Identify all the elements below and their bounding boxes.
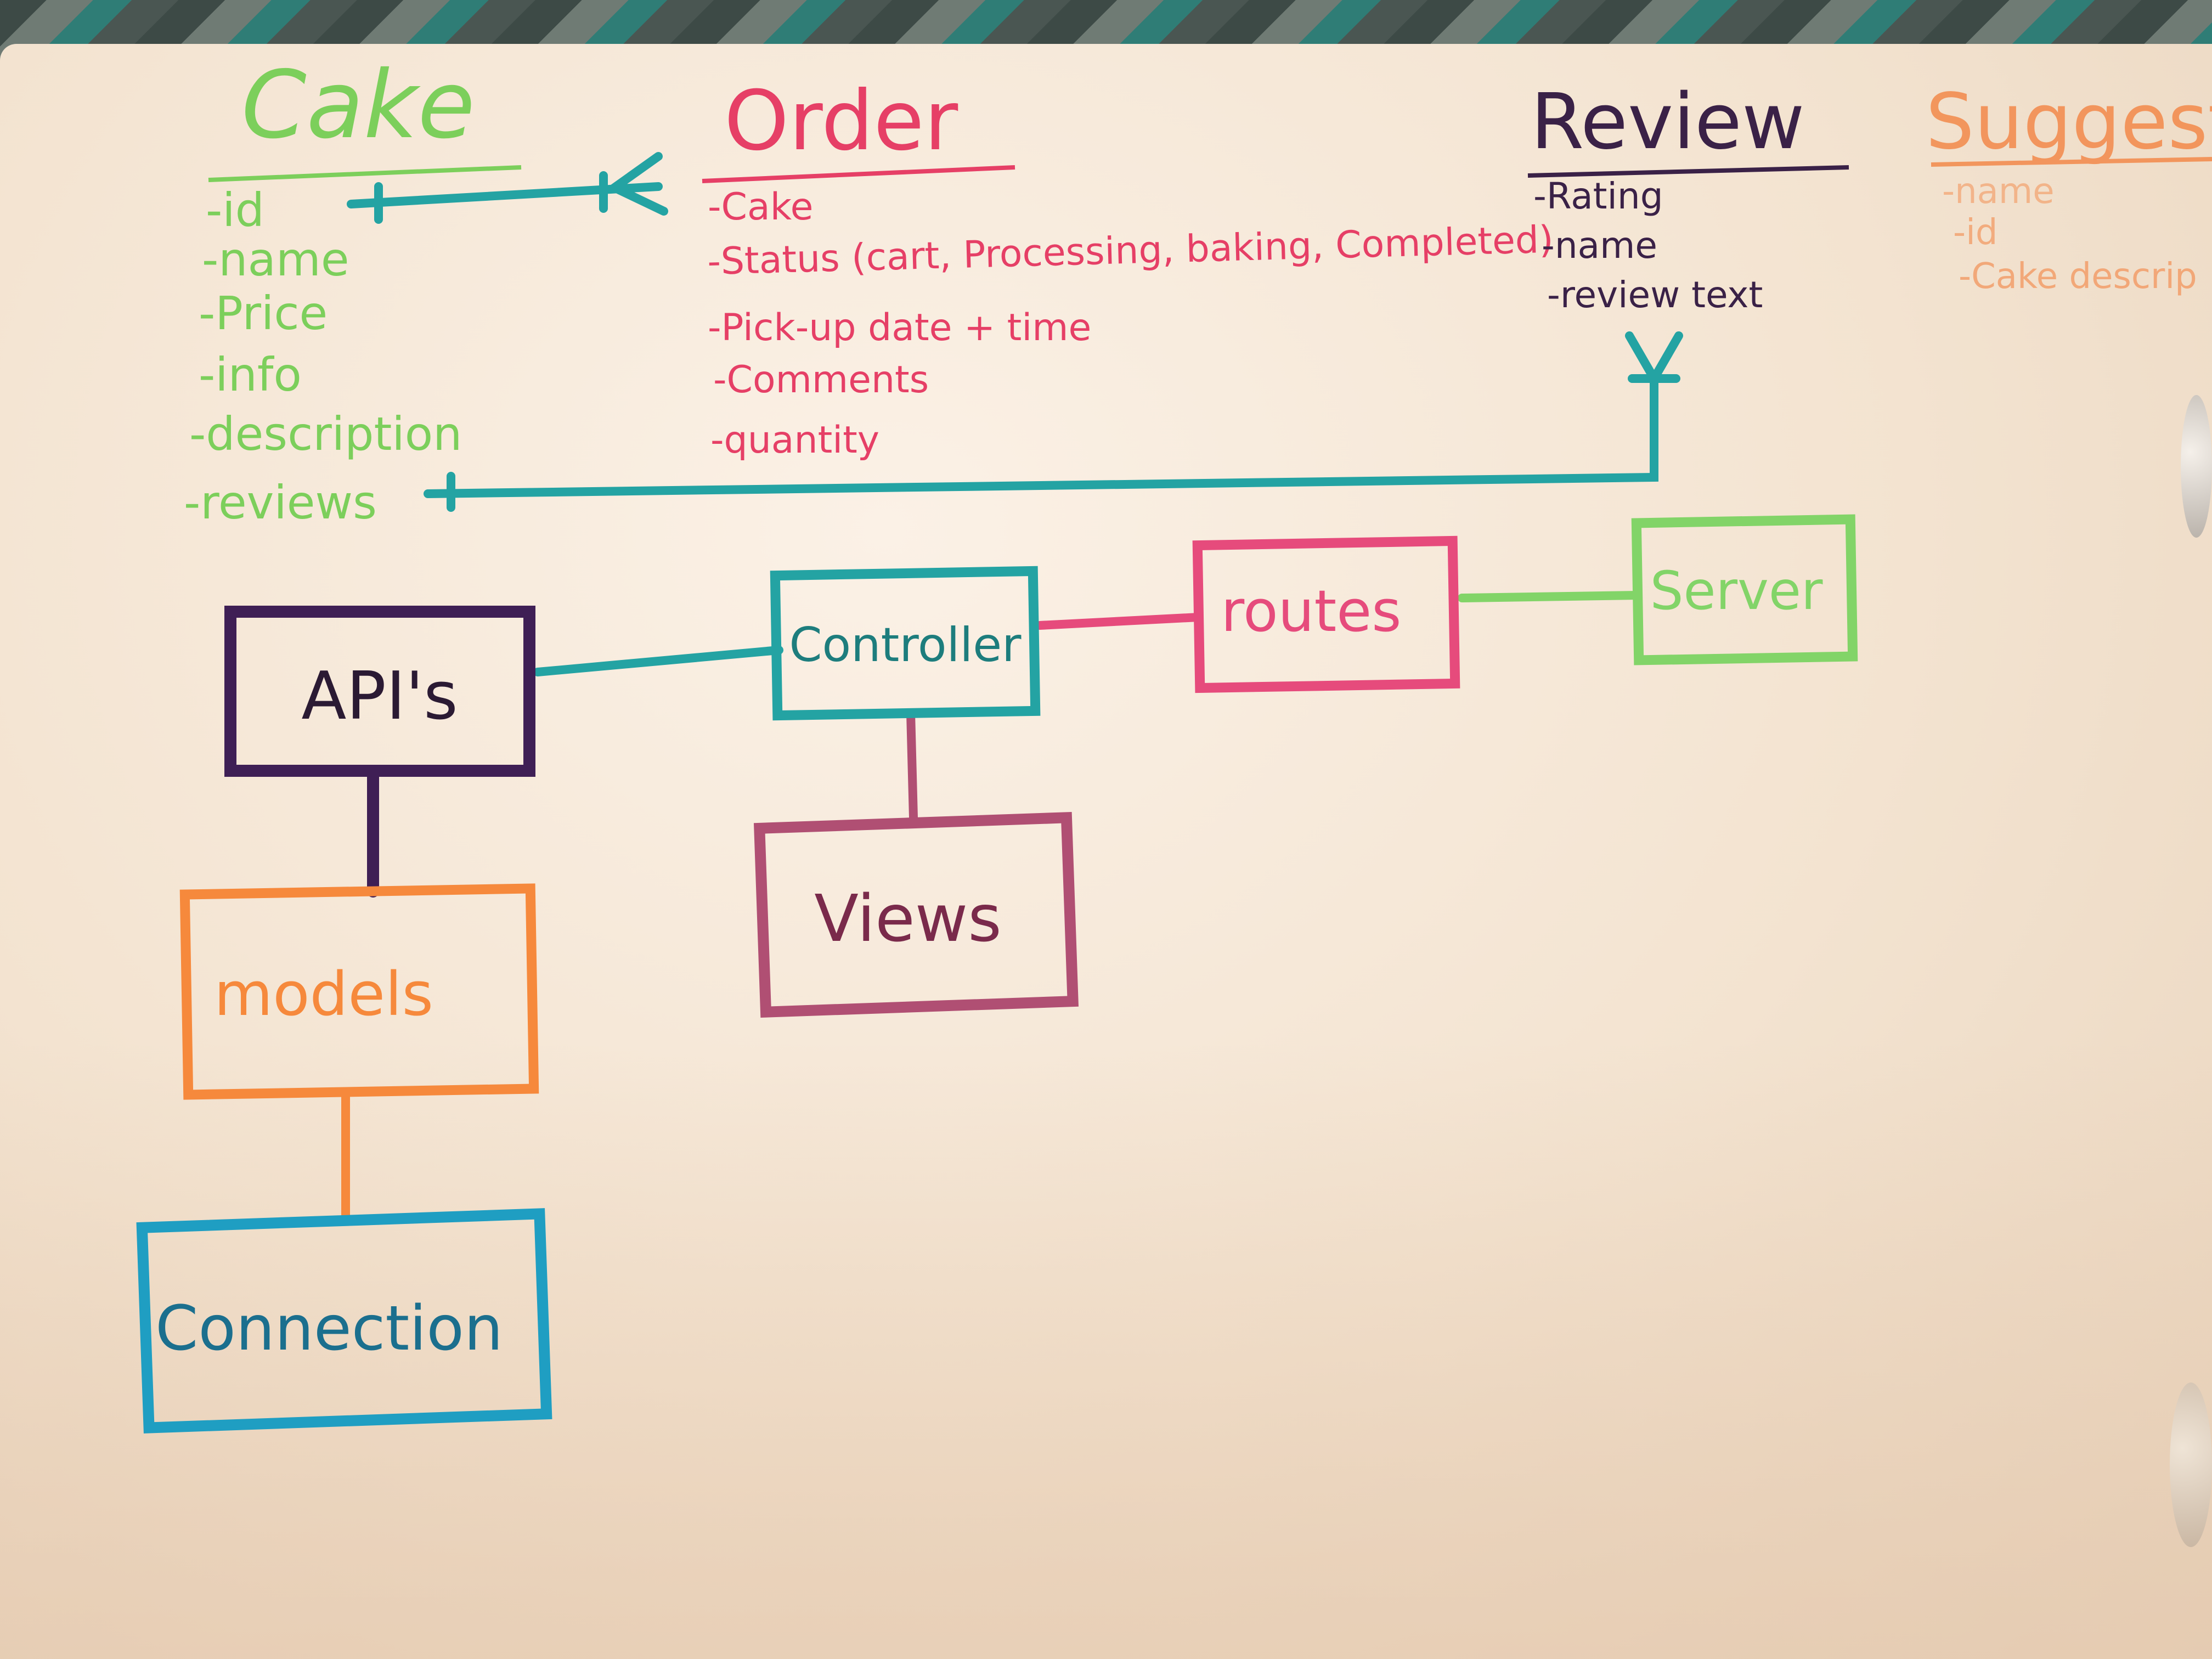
field-id: -id bbox=[206, 183, 264, 237]
controller-views-line bbox=[906, 709, 918, 822]
box-routes: routes bbox=[1192, 535, 1460, 693]
box-frame bbox=[179, 883, 539, 1100]
cake-order-crowfoot bbox=[606, 152, 668, 216]
cake-review-relation-line bbox=[424, 374, 1658, 498]
field-comments: -Comments bbox=[713, 358, 929, 402]
box-connection: Connection bbox=[136, 1208, 552, 1434]
field-reviews: -reviews bbox=[184, 476, 377, 529]
entity-title-underline bbox=[1527, 165, 1849, 178]
entity-order: Order -Cake -Status (cart, Processing, b… bbox=[702, 74, 1554, 462]
box-label: models bbox=[214, 959, 433, 1029]
routes-server-line bbox=[1458, 591, 1642, 602]
apis-controller-line bbox=[533, 646, 783, 676]
box-controller: Controller bbox=[770, 566, 1041, 721]
field-cake-description: -Cake descrip bbox=[1959, 256, 2197, 297]
entity-title: Cake bbox=[241, 51, 475, 160]
box-label: Views bbox=[814, 881, 1002, 956]
field-name: -name bbox=[1942, 171, 2055, 212]
field-name: -name bbox=[202, 233, 349, 286]
box-label: Server bbox=[1650, 560, 1823, 622]
box-views: Views bbox=[753, 811, 1079, 1018]
entity-title-underline bbox=[702, 165, 1015, 183]
field-id: -id bbox=[1953, 212, 1998, 253]
entity-suggestion: Suggestio -name -id -Cake descrip bbox=[1926, 77, 2212, 297]
field-info: -info bbox=[199, 348, 302, 402]
box-frame bbox=[136, 1208, 552, 1434]
connectors bbox=[341, 152, 1683, 1225]
box-server: Server bbox=[1631, 514, 1858, 665]
box-apis: API's bbox=[224, 606, 535, 777]
field-pickup: -Pick-up date + time bbox=[708, 306, 1091, 349]
entity-title: Order bbox=[724, 74, 958, 169]
field-review-text: -review text bbox=[1547, 274, 1763, 316]
entity-title-underline bbox=[208, 165, 522, 182]
entity-review: Review -Rating -name -review text bbox=[1527, 77, 1849, 316]
box-label: Controller bbox=[789, 618, 1022, 673]
controller-routes-line bbox=[1035, 613, 1203, 630]
box-frame bbox=[1631, 514, 1858, 665]
entity-cake: Cake -id -name -Price -info -description… bbox=[184, 51, 522, 529]
wall-knob-bottom bbox=[2170, 1383, 2212, 1547]
field-rating: -Rating bbox=[1533, 175, 1663, 217]
wall-knob-top bbox=[2181, 395, 2212, 538]
box-models: models bbox=[179, 883, 539, 1100]
box-frame bbox=[1192, 535, 1460, 693]
field-status: -Status (cart, Processing, baking, Compl… bbox=[707, 218, 1554, 284]
entity-title: Suggestio bbox=[1926, 77, 2212, 167]
field-price: -Price bbox=[199, 286, 328, 340]
entity-title-underline bbox=[1931, 157, 2212, 167]
entity-title: Review bbox=[1531, 77, 1805, 167]
box-frame bbox=[224, 606, 535, 777]
box-frame bbox=[753, 811, 1079, 1018]
field-description: -description bbox=[189, 407, 462, 461]
review-crowfoot bbox=[1625, 331, 1683, 388]
box-label: routes bbox=[1221, 578, 1402, 645]
field-quantity: -quantity bbox=[710, 419, 879, 462]
box-label: API's bbox=[301, 658, 458, 735]
box-label: Connection bbox=[155, 1293, 503, 1364]
box-frame bbox=[770, 566, 1041, 721]
field-cake: -Cake bbox=[708, 185, 813, 229]
field-name: -name bbox=[1542, 224, 1657, 267]
